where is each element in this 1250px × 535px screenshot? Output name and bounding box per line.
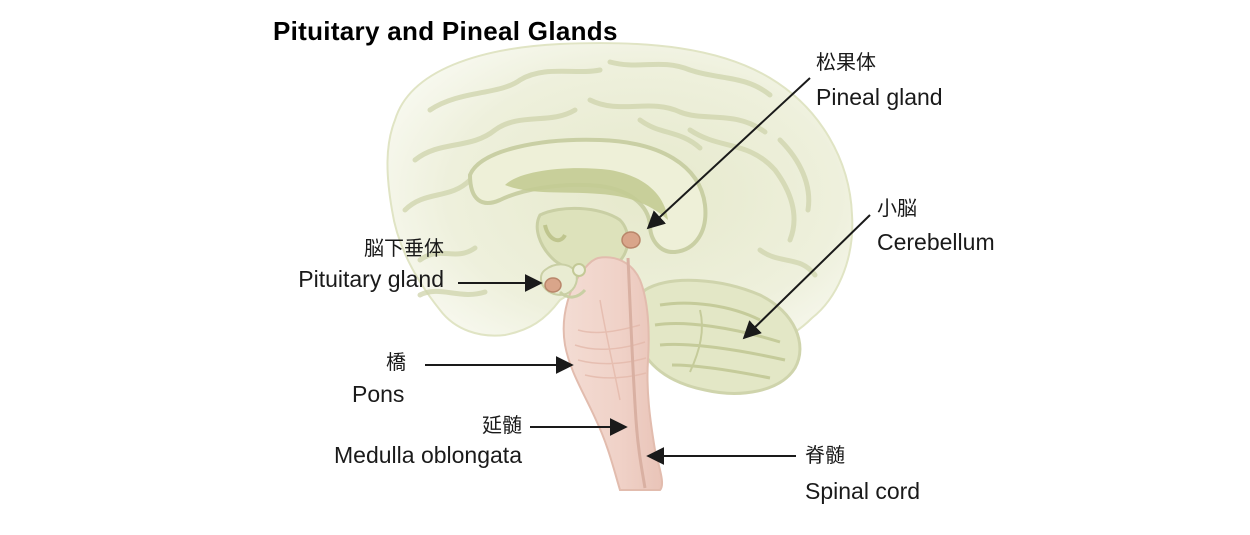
label-cerebellum-en: Cerebellum: [877, 229, 995, 255]
label-medulla-en: Medulla oblongata: [334, 442, 522, 468]
gyri-lines: [402, 59, 818, 298]
pineal-gland: [621, 231, 641, 249]
label-pineal-ja: 松果体: [816, 50, 876, 74]
pointer-arrows: [425, 77, 871, 465]
label-pituitary-en: Pituitary gland: [298, 266, 444, 292]
label-pons-ja: 橋: [386, 350, 406, 374]
label-medulla-ja: 延髄: [482, 413, 522, 437]
diagram-title: Pituitary and Pineal Glands: [273, 16, 618, 46]
pituitary-region: [540, 263, 587, 299]
pons-fibers: [574, 299, 647, 401]
corpus-callosum: [467, 137, 708, 255]
aqueduct-line: [626, 257, 647, 489]
label-spinal-ja: 脊髄: [805, 443, 845, 467]
label-spinal-en: Spinal cord: [805, 478, 921, 504]
label-cerebellum-ja: 小脳: [877, 196, 917, 220]
arrow-pineal: [646, 77, 811, 230]
arrow-cerebellum: [742, 214, 871, 340]
pituitary-gland: [544, 277, 562, 293]
label-pineal-en: Pineal gland: [816, 84, 943, 110]
cerebellum-shape: [633, 278, 802, 395]
label-pituitary-ja: 脳下垂体: [364, 236, 444, 260]
label-pons-en: Pons: [352, 381, 405, 407]
fornix: [543, 224, 567, 243]
lateral-ventricle: [505, 168, 668, 220]
